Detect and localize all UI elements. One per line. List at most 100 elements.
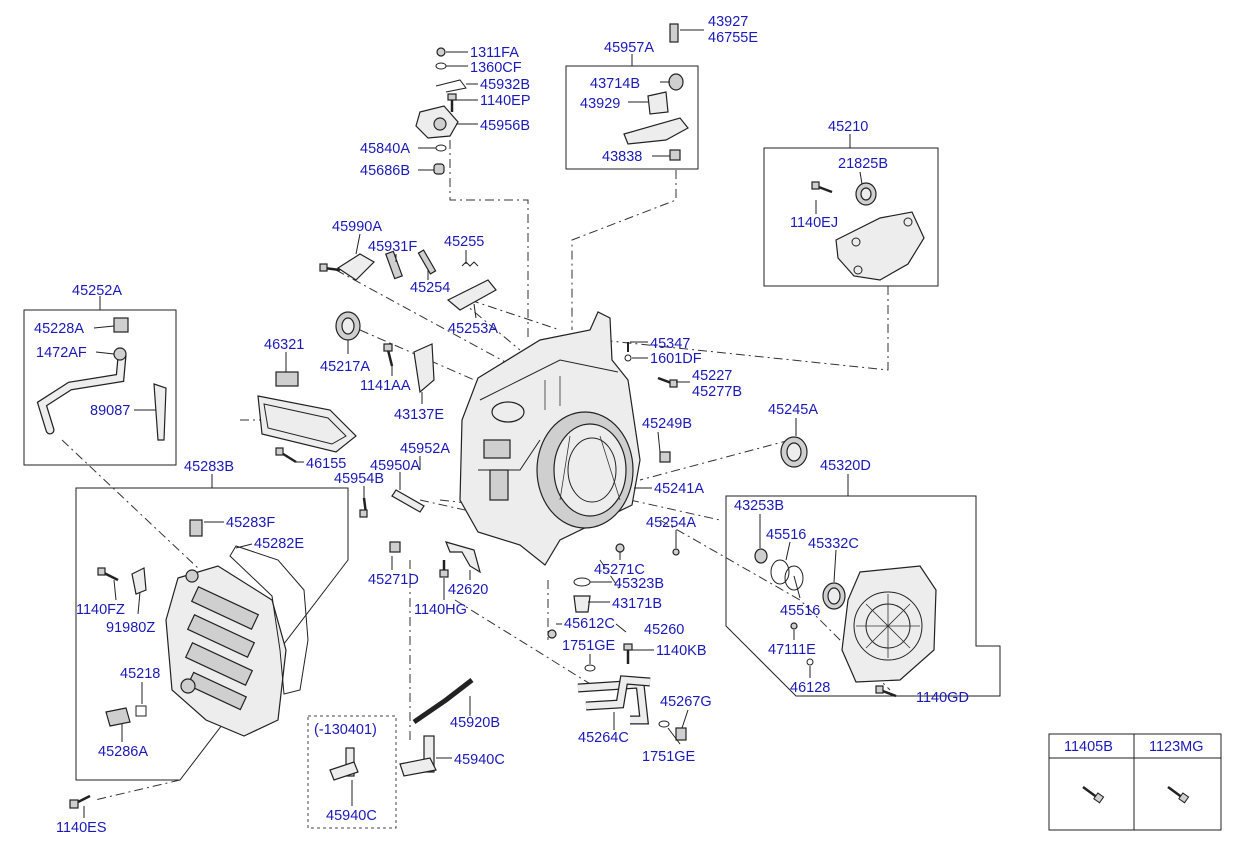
label-45990A: 45990A [332, 219, 382, 235]
label-43929: 43929 [580, 96, 620, 112]
washer-45840A [435, 144, 447, 152]
plug-45267G [675, 727, 687, 741]
bracket-plate [623, 117, 689, 145]
bolt-43927 [669, 23, 679, 43]
bushing-43714B [668, 73, 684, 91]
label-1601DF: 1601DF [650, 351, 702, 367]
label-43838: 43838 [602, 149, 642, 165]
label-45271C: 45271C [594, 562, 645, 578]
bolt-45227 [657, 376, 678, 388]
bolt-45990A [319, 263, 341, 272]
plug-45254A [672, 548, 680, 556]
hose-fitting-43171B [573, 595, 591, 613]
label-1140GD: 1140GD [916, 690, 969, 706]
bracket-45950A [391, 489, 425, 513]
label-1311FA: 1311FA [470, 45, 519, 61]
label-1751GE-a: 1751GE [562, 638, 616, 654]
clamp-45286A [105, 707, 131, 727]
label-42620: 42620 [448, 582, 488, 598]
label-45931F: 45931F [368, 239, 417, 255]
label-45228A: 45228A [34, 321, 84, 337]
oil-pan-45283B [165, 565, 287, 737]
pin-45931F [385, 250, 403, 280]
label-45271D: 45271D [368, 572, 419, 588]
label-43171B: 43171B [612, 596, 662, 612]
label-45612C: 45612C [564, 616, 615, 632]
label-1140HG: 1140HG [414, 602, 467, 618]
label-91980Z: 91980Z [106, 620, 155, 636]
label-45253A: 45253A [448, 321, 498, 337]
label-45282E: 45282E [254, 536, 304, 552]
clip-89087 [153, 383, 167, 441]
label-43714B: 43714B [590, 76, 640, 92]
washer-45323B [573, 577, 591, 587]
label-46321: 46321 [264, 337, 304, 353]
label-45264C: 45264C [578, 730, 629, 746]
plug-45271C [615, 543, 625, 553]
bushing-45686B [433, 163, 445, 175]
nut-43838 [669, 149, 681, 161]
bolt-1141AA [383, 343, 394, 367]
label-1360CF: 1360CF [470, 60, 522, 76]
label-1140KB: 1140KB [656, 643, 707, 659]
hose-inner [38, 352, 126, 434]
bracket-42620 [444, 541, 481, 574]
plug-45249B [659, 451, 671, 463]
plug-43253B [754, 548, 768, 564]
o-ring-1751GE-b [658, 720, 670, 728]
label-1751GE-b: 1751GE [642, 749, 696, 765]
label-45516-a: 45516 [766, 527, 806, 543]
label-45840A: 45840A [360, 141, 410, 157]
fitting-45228A [113, 317, 129, 333]
label-21825B: 21825B [838, 156, 888, 172]
transaxle-case-45241A [459, 311, 641, 566]
seal-45245A [780, 436, 808, 468]
o-ring-45516-a [770, 559, 790, 585]
plug-45271D [389, 541, 401, 553]
label-45227: 45227 [692, 368, 732, 384]
legend-header-11405B: 11405B [1064, 739, 1113, 755]
label-45245A: 45245A [768, 402, 818, 418]
leader-lines [83, 29, 914, 818]
legend-header-1123MG: 1123MG [1149, 739, 1204, 755]
label-45954B: 45954B [334, 471, 384, 487]
label-45932B: 45932B [480, 77, 530, 93]
bolt-icon [1167, 785, 1190, 804]
bolt-1140GD [875, 685, 897, 698]
label-45254: 45254 [410, 280, 450, 296]
label-45347: 45347 [650, 336, 690, 352]
inhibitor-switch-45956B [415, 79, 467, 139]
label-1140EP: 1140EP [480, 93, 531, 109]
label-130401: (-130401) [314, 722, 377, 738]
plug-45612C [547, 629, 557, 639]
label-1472AF: 1472AF [36, 345, 87, 361]
bracket-45940C-a [399, 757, 437, 777]
bolt-icon [1082, 785, 1105, 804]
label-45957A: 45957A [604, 40, 654, 56]
label-45217A: 45217A [320, 359, 370, 375]
label-1140EJ: 1140EJ [790, 215, 838, 231]
label-45940C-b: 45940C [326, 808, 377, 824]
label-1141AA: 1141AA [360, 378, 411, 394]
bolt-1140KB [623, 643, 633, 664]
bolt-45954B [359, 497, 368, 518]
part-labels: 1311FA 1360CF 45932B 1140EP 45956B 45840… [34, 14, 1204, 836]
oil-filter-46321 [257, 371, 357, 453]
label-45283B: 45283B [184, 459, 234, 475]
bolt-1140EJ [811, 181, 833, 194]
washer-1601DF [624, 354, 632, 362]
label-45516-b: 45516 [780, 603, 820, 619]
label-45952A: 45952A [400, 441, 450, 457]
label-46155: 46155 [306, 456, 346, 472]
label-45323B: 45323B [614, 576, 664, 592]
label-45249B: 45249B [642, 416, 692, 432]
label-47111E: 47111E [768, 642, 816, 658]
pipes-45264C [577, 675, 651, 725]
side-cover-45320D [841, 565, 937, 683]
nut-1311FA [436, 47, 446, 57]
label-45920B: 45920B [450, 715, 500, 731]
label-89087: 89087 [90, 403, 130, 419]
label-45252A: 45252A [72, 283, 122, 299]
label-45686B: 45686B [360, 163, 410, 179]
label-45210: 45210 [828, 119, 868, 135]
